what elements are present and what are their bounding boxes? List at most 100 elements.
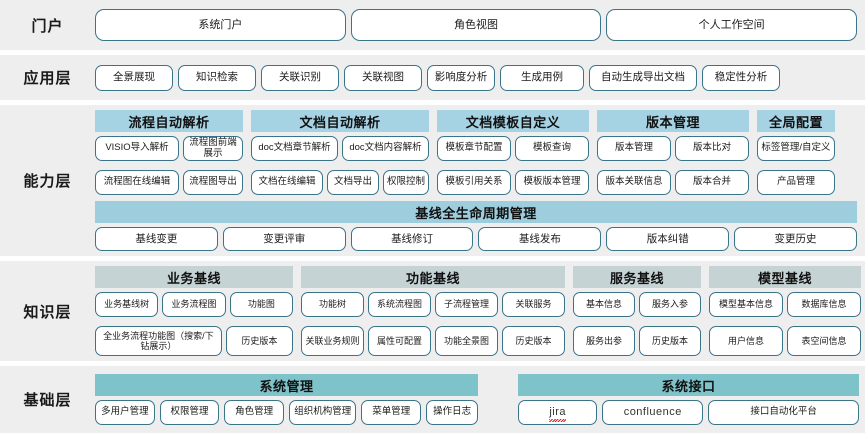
know-btn-function-panorama[interactable]: 功能全景图 [435, 326, 498, 356]
layer-base: 基础层 系统管理 多用户管理 权限管理 角色管理 组织机构管理 菜单管理 操作日… [0, 366, 865, 433]
base-group-title: 系统接口 [518, 374, 859, 396]
know-btn-history-version[interactable]: 历史版本 [225, 326, 293, 356]
capability-row: 版本管理 版本比对 [597, 136, 749, 161]
cap-btn-version-compare[interactable]: 版本比对 [675, 136, 749, 161]
app-item-panorama[interactable]: 全景展现 [95, 64, 173, 91]
base-groups: 系统管理 多用户管理 权限管理 角色管理 组织机构管理 菜单管理 操作日志 系 [95, 374, 859, 425]
know-btn-history-version[interactable]: 历史版本 [639, 326, 701, 356]
cap-btn-doc-export[interactable]: 文档导出 [327, 170, 379, 195]
cap-btn-flowchart-frontend-display[interactable]: 流程图前端展示 [183, 136, 243, 161]
capability-group-rows: 版本管理 版本比对 版本关联信息 版本合并 [597, 136, 749, 195]
layer-application-label: 应用层 [23, 70, 72, 87]
portal-item-role-view[interactable]: 角色视图 [350, 9, 602, 41]
know-btn-related-service[interactable]: 关联服务 [502, 292, 565, 317]
capability-group-title: 流程自动解析 [95, 110, 243, 132]
knowledge-row: 业务基线树 业务流程图 功能图 [95, 292, 293, 317]
cap-btn-doc-content-parse[interactable]: doc文档内容解析 [342, 136, 429, 161]
capability-group-doc-parse: 文档自动解析 doc文档章节解析 doc文档内容解析 文档在线编辑 文档导出 权… [251, 110, 429, 195]
confluence-label: confluence [623, 406, 682, 419]
life-btn-baseline-release[interactable]: 基线发布 [478, 227, 602, 251]
layer-application: 应用层 全景展现 知识检索 关联识别 关联视图 影响度分析 生成用例 自动生成导… [0, 55, 865, 100]
know-btn-user-info[interactable]: 用户信息 [709, 326, 783, 356]
cap-btn-template-query[interactable]: 模板查询 [515, 136, 589, 161]
baseline-lifecycle-row: 基线变更 变更评审 基线修订 基线发布 版本纠错 变更历史 [95, 227, 857, 251]
app-item-relation-recognition[interactable]: 关联识别 [261, 64, 339, 91]
base-btn-multi-user-mgmt[interactable]: 多用户管理 [95, 400, 155, 425]
base-group-rows: 多用户管理 权限管理 角色管理 组织机构管理 菜单管理 操作日志 [95, 400, 479, 425]
layer-capability-body: 流程自动解析 VISIO导入解析 流程图前端展示 流程图在线编辑 流程图导出 [95, 110, 865, 251]
cap-btn-template-reference-relation[interactable]: 模板引用关系 [437, 170, 511, 195]
cap-btn-product-mgmt[interactable]: 产品管理 [757, 170, 835, 195]
know-btn-model-basic-info[interactable]: 模型基本信息 [709, 292, 783, 317]
layer-application-body: 全景展现 知识检索 关联识别 关联视图 影响度分析 生成用例 自动生成导出文档 … [95, 64, 865, 91]
app-item-relation-view[interactable]: 关联视图 [344, 64, 422, 91]
capability-row: 流程图在线编辑 流程图导出 [95, 170, 243, 195]
cap-btn-permission-control[interactable]: 权限控制 [383, 170, 429, 195]
capability-group-doc-template: 文档模板自定义 模板章节配置 模板查询 模板引用关系 模板版本管理 [437, 110, 589, 195]
know-btn-business-flowchart[interactable]: 业务流程图 [162, 292, 226, 317]
cap-btn-flowchart-export[interactable]: 流程图导出 [183, 170, 243, 195]
base-btn-jira[interactable]: jira [518, 400, 598, 425]
knowledge-group-rows: 基本信息 服务入参 服务出参 历史版本 [573, 292, 701, 356]
cap-btn-version-relation-info[interactable]: 版本关联信息 [597, 170, 671, 195]
knowledge-group-business-baseline: 业务基线 业务基线树 业务流程图 功能图 全业务流程功能图（搜索/下钻展示） 历… [95, 266, 293, 356]
knowledge-group-title: 模型基线 [709, 266, 861, 288]
layer-knowledge-body: 业务基线 业务基线树 业务流程图 功能图 全业务流程功能图（搜索/下钻展示） 历… [95, 266, 865, 356]
app-item-impact-analysis[interactable]: 影响度分析 [427, 64, 495, 91]
cap-btn-visio-import-parse[interactable]: VISIO导入解析 [95, 136, 179, 161]
know-btn-history-version[interactable]: 历史版本 [502, 326, 565, 356]
base-group-system-mgmt: 系统管理 多用户管理 权限管理 角色管理 组织机构管理 菜单管理 操作日志 [95, 374, 479, 425]
know-btn-business-baseline-tree[interactable]: 业务基线树 [95, 292, 159, 317]
cap-btn-template-chapter-config[interactable]: 模板章节配置 [437, 136, 511, 161]
portal-item-system-portal[interactable]: 系统门户 [95, 9, 346, 41]
app-item-generate-case[interactable]: 生成用例 [500, 64, 584, 91]
jira-text: jira [549, 406, 567, 419]
life-btn-baseline-revision[interactable]: 基线修订 [350, 227, 474, 251]
life-btn-change-history[interactable]: 变更历史 [734, 227, 857, 251]
capability-group-global-config: 全局配置 标签管理/自定义 产品管理 [757, 110, 835, 195]
cap-btn-template-version-mgmt[interactable]: 模板版本管理 [515, 170, 589, 195]
base-btn-org-structure-mgmt[interactable]: 组织机构管理 [289, 400, 357, 425]
know-btn-basic-info[interactable]: 基本信息 [573, 292, 635, 317]
know-btn-tablespace-info[interactable]: 表空间信息 [787, 326, 861, 356]
know-btn-system-flowchart[interactable]: 系统流程图 [368, 292, 431, 317]
portal-item-personal-workspace[interactable]: 个人工作空间 [606, 9, 858, 41]
base-btn-menu-mgmt[interactable]: 菜单管理 [361, 400, 422, 425]
know-btn-related-business-rule[interactable]: 关联业务规则 [301, 326, 364, 356]
knowledge-row: 全业务流程功能图（搜索/下钻展示） 历史版本 [95, 326, 293, 356]
app-item-stability-analysis[interactable]: 稳定性分析 [702, 64, 780, 91]
knowledge-row: 基本信息 服务入参 [573, 292, 701, 317]
cap-btn-doc-online-edit[interactable]: 文档在线编辑 [251, 170, 323, 195]
base-btn-confluence[interactable]: confluence [602, 400, 704, 425]
know-btn-service-output-param[interactable]: 服务出参 [573, 326, 635, 356]
life-btn-baseline-change[interactable]: 基线变更 [95, 227, 218, 251]
know-btn-database-info[interactable]: 数据库信息 [787, 292, 861, 317]
base-btn-role-mgmt[interactable]: 角色管理 [224, 400, 285, 425]
cap-btn-version-mgmt[interactable]: 版本管理 [597, 136, 671, 161]
app-item-auto-export-doc[interactable]: 自动生成导出文档 [589, 64, 697, 91]
life-btn-version-correction[interactable]: 版本纠错 [606, 227, 730, 251]
baseline-lifecycle-title: 基线全生命周期管理 [95, 201, 857, 223]
cap-btn-tag-mgmt-custom[interactable]: 标签管理/自定义 [757, 136, 835, 161]
cap-btn-flowchart-online-edit[interactable]: 流程图在线编辑 [95, 170, 179, 195]
base-btn-permission-mgmt[interactable]: 权限管理 [159, 400, 220, 425]
base-group-system-interface: 系统接口 jira confluence [518, 374, 859, 425]
base-btn-operation-log[interactable]: 操作日志 [426, 400, 479, 425]
cap-btn-version-merge[interactable]: 版本合并 [675, 170, 749, 195]
know-btn-subprocess-mgmt[interactable]: 子流程管理 [435, 292, 498, 317]
cap-btn-doc-chapter-parse[interactable]: doc文档章节解析 [251, 136, 338, 161]
layer-capability-label: 能力层 [23, 173, 72, 190]
app-item-knowledge-search[interactable]: 知识检索 [178, 64, 256, 91]
know-btn-function-diagram[interactable]: 功能图 [229, 292, 293, 317]
know-btn-attribute-configurable[interactable]: 属性可配置 [368, 326, 431, 356]
capability-group-rows: 模板章节配置 模板查询 模板引用关系 模板版本管理 [437, 136, 589, 195]
layer-portal: 门户 系统门户 角色视图 个人工作空间 [0, 0, 865, 50]
know-btn-service-input-param[interactable]: 服务入参 [639, 292, 701, 317]
capability-group-title: 版本管理 [597, 110, 749, 132]
life-btn-change-review[interactable]: 变更评审 [222, 227, 346, 251]
base-btn-interface-automation-platform[interactable]: 接口自动化平台 [708, 400, 859, 425]
know-btn-function-tree[interactable]: 功能树 [301, 292, 364, 317]
base-row: jira confluence 接口自动化平台 [518, 400, 859, 425]
know-btn-full-business-process-function-map[interactable]: 全业务流程功能图（搜索/下钻展示） [95, 326, 222, 356]
